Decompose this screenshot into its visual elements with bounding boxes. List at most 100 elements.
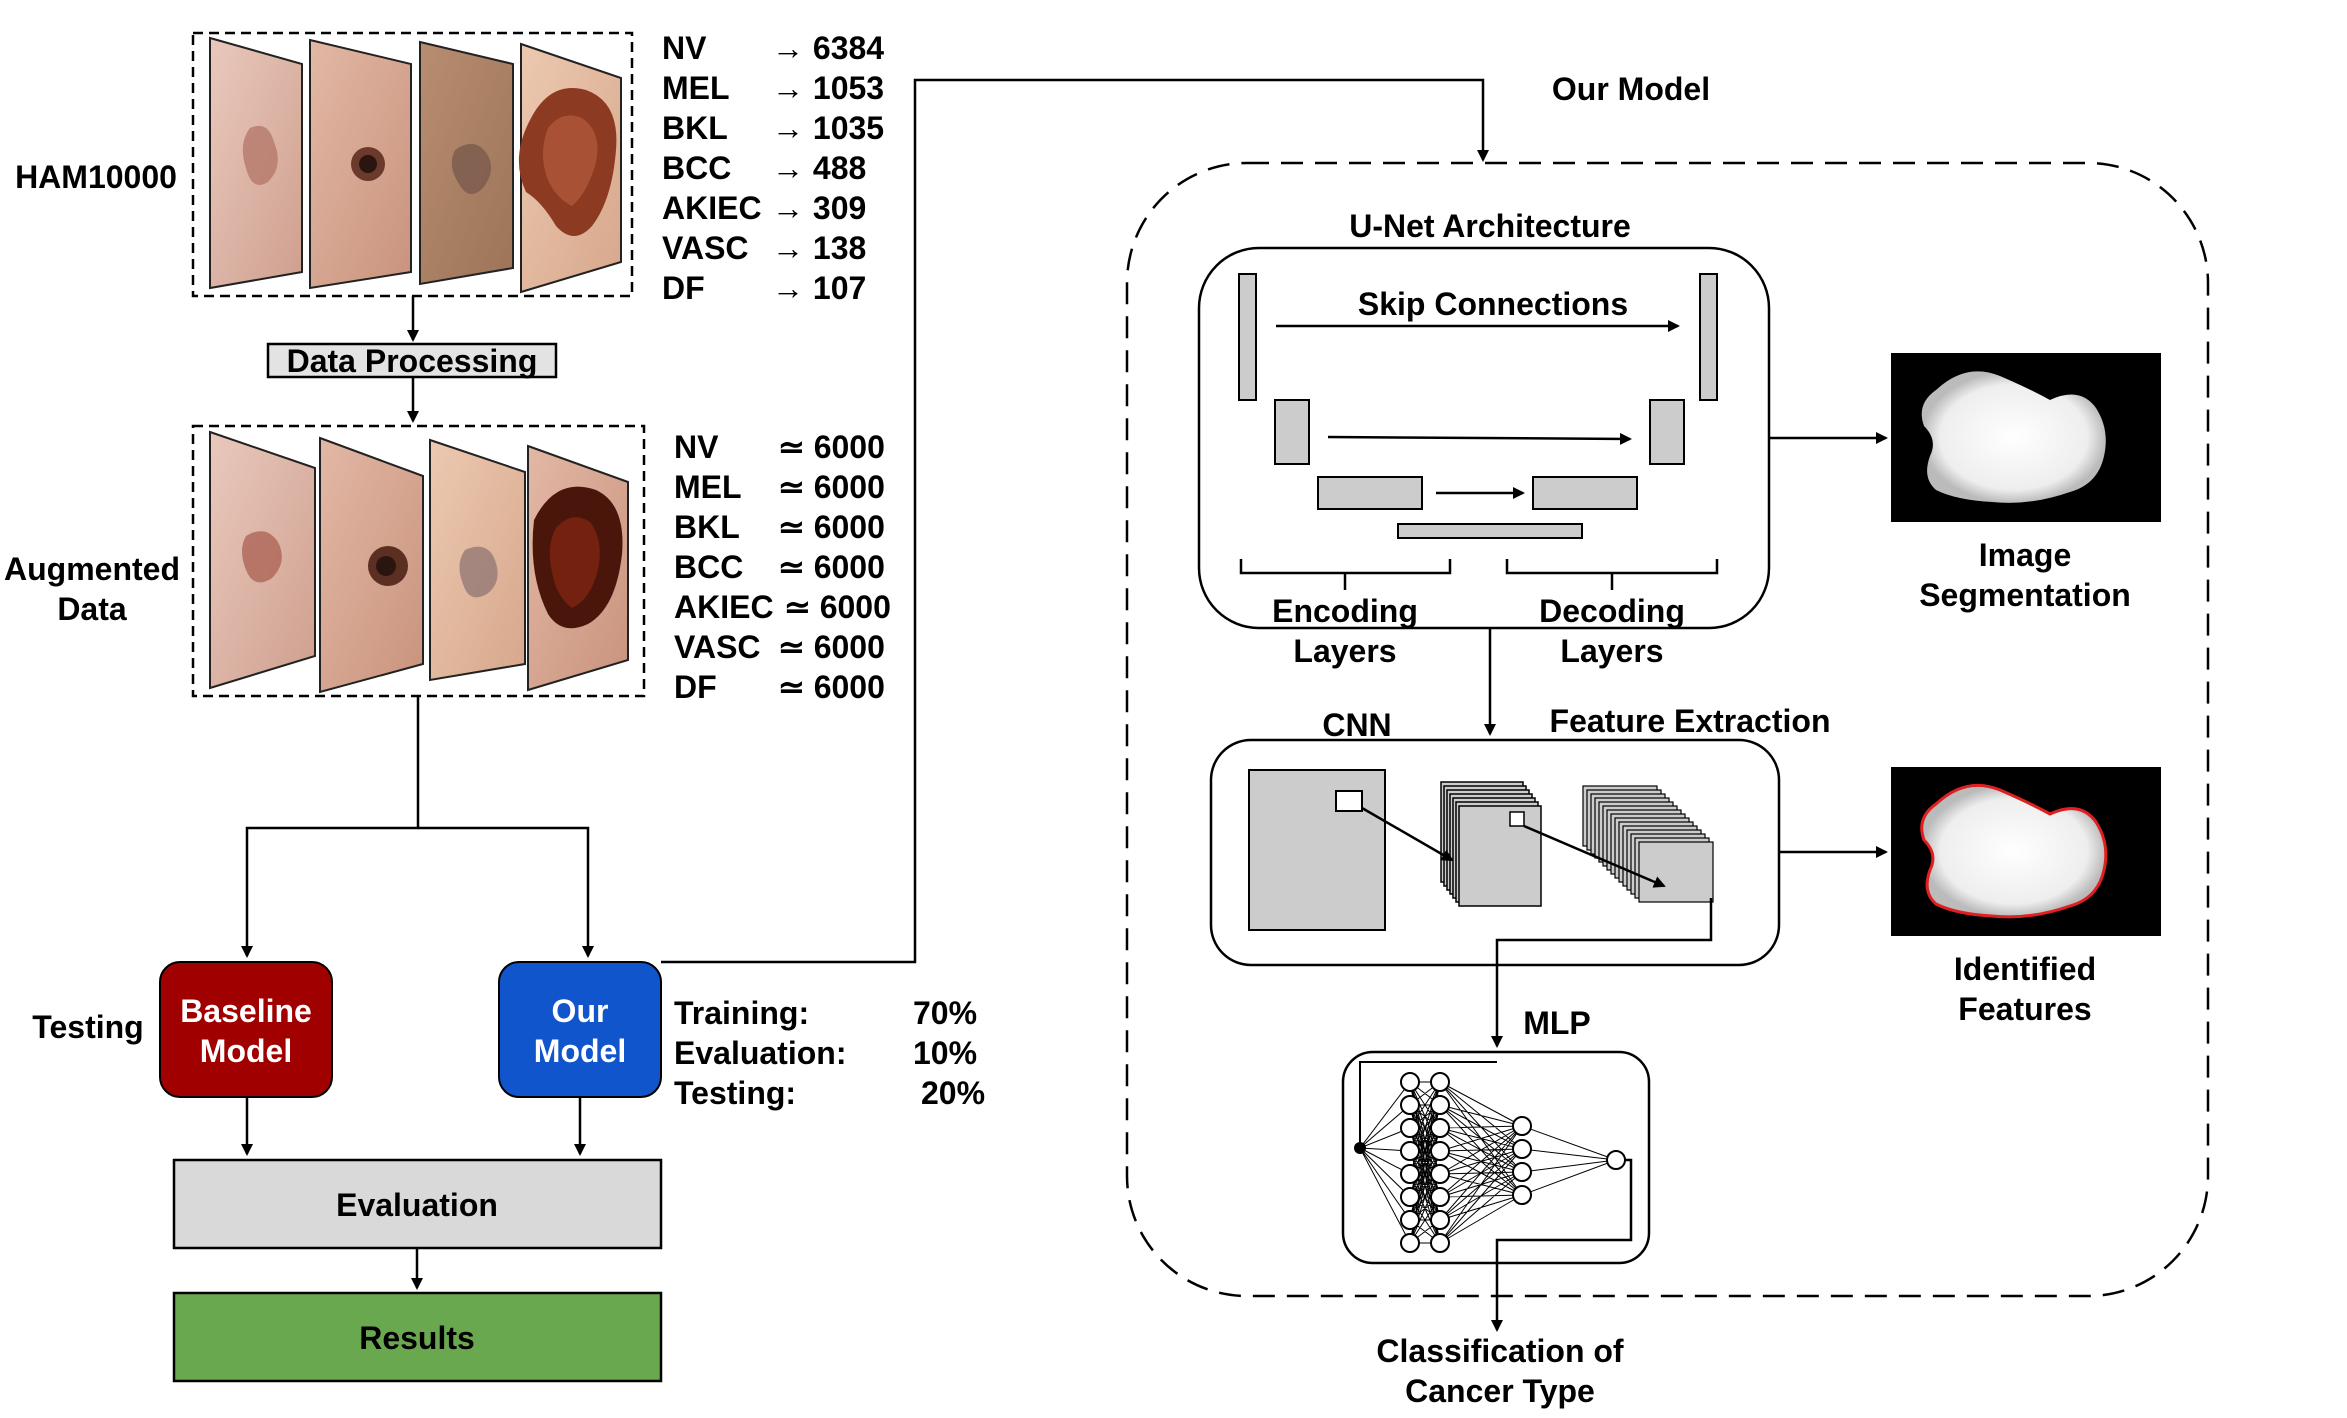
mlp-neuron <box>1430 1233 1450 1253</box>
dataset-class-row: VASC → 138 <box>662 230 866 266</box>
svg-text:10%: 10% <box>913 1035 977 1071</box>
mlp-neuron <box>1400 1072 1420 1092</box>
feature-extraction-label: Feature Extraction <box>1550 703 1831 739</box>
svg-text:BCC: BCC <box>662 150 731 186</box>
baseline-label-line2: Model <box>200 1033 292 1069</box>
identified-features-image <box>1891 767 2161 936</box>
arrow-cnn-to-mlp <box>1491 898 1713 1048</box>
cnn-conv-arrows <box>1361 806 1666 888</box>
cnn-label: CNN <box>1322 707 1391 743</box>
classification-label-line1: Classification of <box>1376 1333 1624 1369</box>
mlp-neuron <box>1400 1233 1420 1253</box>
baseline-model-box <box>159 961 333 1098</box>
mlp-neuron <box>1400 1095 1420 1115</box>
svg-text:AKIEC: AKIEC <box>674 589 774 625</box>
augmented-name-line2: Data <box>57 591 127 627</box>
identified-label-line2: Features <box>1958 991 2091 1027</box>
dataset-name: HAM10000 <box>15 159 177 195</box>
dataset-image-4 <box>518 42 622 294</box>
our-model-box <box>498 961 662 1098</box>
mlp-neuron <box>1512 1139 1532 1159</box>
augmented-class-row: DF ≃ 6000 <box>674 669 885 705</box>
svg-text:≃ 6000: ≃ 6000 <box>778 469 885 505</box>
decoding-label-line1: Decoding <box>1539 593 1685 629</box>
mlp-neuron <box>1400 1187 1420 1207</box>
svg-text:MEL: MEL <box>674 469 742 505</box>
mlp-network <box>1359 1081 1617 1244</box>
segmentation-image <box>1891 353 2161 522</box>
svg-text:MEL: MEL <box>662 70 730 106</box>
augmented-image-1 <box>209 430 316 690</box>
svg-text:≃ 6000: ≃ 6000 <box>784 589 891 625</box>
svg-text:→ 488: → 488 <box>772 150 866 186</box>
mlp-label: MLP <box>1523 1005 1591 1041</box>
svg-text:≃ 6000: ≃ 6000 <box>778 629 885 665</box>
layer-brackets <box>1239 559 1719 590</box>
identified-label-line1: Identified <box>1954 951 2096 987</box>
mlp-neuron <box>1430 1187 1450 1207</box>
mlp-neuron <box>1400 1141 1420 1161</box>
augmented-image-3 <box>429 438 526 682</box>
dataset-class-row: BCC → 488 <box>662 150 866 186</box>
augmented-class-row: VASC ≃ 6000 <box>674 629 885 665</box>
results-label: Results <box>359 1320 475 1356</box>
segmentation-label-line1: Image <box>1979 537 2071 573</box>
decoding-label-line2: Layers <box>1560 633 1663 669</box>
svg-text:DF: DF <box>662 270 705 306</box>
svg-text:BKL: BKL <box>674 509 740 545</box>
dataset-class-row: DF→ 107 <box>662 270 866 306</box>
split-row: Evaluation: 10% <box>674 1035 977 1071</box>
svg-text:VASC: VASC <box>674 629 761 665</box>
svg-text:DF: DF <box>674 669 717 705</box>
mlp-input-line <box>1359 1061 1497 1148</box>
svg-text:BCC: BCC <box>674 549 743 585</box>
evaluation-label: Evaluation <box>336 1187 498 1223</box>
split-row: Training:70% <box>674 995 977 1031</box>
skip-connections-label: Skip Connections <box>1358 286 1628 322</box>
mlp-neuron <box>1430 1164 1450 1184</box>
augmented-class-list: NV≃ 6000 MEL≃ 6000 BKL≃ 6000 BCC≃ 6000 A… <box>674 429 891 705</box>
mlp-neuron <box>1512 1116 1532 1136</box>
svg-text:NV: NV <box>674 429 719 465</box>
mlp-neuron <box>1430 1118 1450 1138</box>
augmented-class-row: NV≃ 6000 <box>674 429 885 465</box>
svg-text:Training:: Training: <box>674 995 809 1031</box>
dataset-image-2 <box>309 38 412 290</box>
svg-text:Evaluation:: Evaluation: <box>674 1035 846 1071</box>
svg-text:Testing:: Testing: <box>674 1075 796 1111</box>
cnn-feature-stack-2 <box>1582 785 1714 903</box>
cnn-feature-stack-1 <box>1440 781 1542 907</box>
augmented-name-line1: Augmented <box>4 551 180 587</box>
classification-label-line2: Cancer Type <box>1405 1373 1595 1409</box>
augmented-class-row: BCC≃ 6000 <box>674 549 885 585</box>
svg-text:→ 1053: → 1053 <box>772 70 884 106</box>
augmented-image-4 <box>527 444 629 692</box>
augmented-class-row: AKIEC ≃ 6000 <box>674 589 891 625</box>
augmented-class-row: BKL≃ 6000 <box>674 509 885 545</box>
svg-text:20%: 20% <box>921 1075 985 1111</box>
branch-connectors <box>241 696 594 958</box>
data-split-list: Training:70% Evaluation: 10% Testing: 20% <box>674 995 985 1111</box>
testing-label: Testing <box>32 1009 143 1045</box>
svg-text:→ 1035: → 1035 <box>772 110 884 146</box>
mlp-neuron <box>1430 1210 1450 1230</box>
unet-title: U-Net Architecture <box>1349 208 1631 244</box>
svg-text:→ 138: → 138 <box>772 230 866 266</box>
unet-layers <box>1238 273 1718 539</box>
dataset-class-row: NV→ 6384 <box>662 30 884 66</box>
mlp-nodes <box>1400 1072 1626 1253</box>
mlp-neuron <box>1400 1210 1420 1230</box>
baseline-label-line1: Baseline <box>180 993 312 1029</box>
mlp-neuron <box>1606 1150 1626 1170</box>
svg-text:→ 309: → 309 <box>772 190 866 226</box>
cnn-input-map <box>1248 769 1386 931</box>
svg-text:BKL: BKL <box>662 110 728 146</box>
svg-text:AKIEC: AKIEC <box>662 190 762 226</box>
segmentation-label-line2: Segmentation <box>1919 577 2131 613</box>
mlp-neuron <box>1512 1185 1532 1205</box>
mlp-neuron <box>1430 1141 1450 1161</box>
dataset-image-3 <box>419 40 514 286</box>
svg-text:≃ 6000: ≃ 6000 <box>778 669 885 705</box>
svg-text:VASC: VASC <box>662 230 749 266</box>
